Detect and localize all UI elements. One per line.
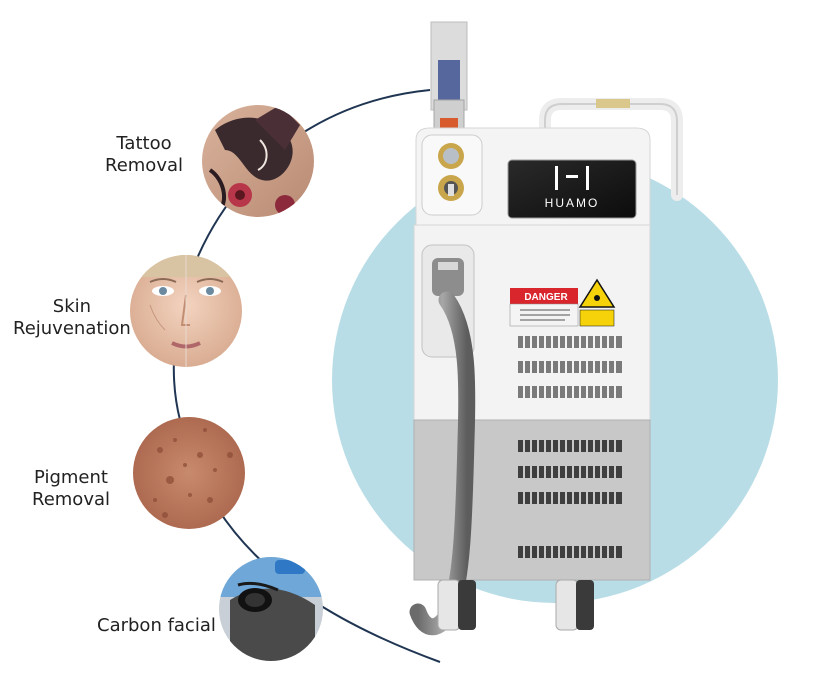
carbon-thumbnail xyxy=(219,557,323,661)
tattoo-thumbnail xyxy=(202,105,314,217)
feature-label-carbon: Carbon facial xyxy=(97,615,216,636)
feature-label-skin: Skin Rejuvenation xyxy=(13,296,131,339)
pigment-thumbnail xyxy=(133,417,245,529)
brand-logo-text: HUAMO xyxy=(545,196,600,210)
danger-label-text: DANGER xyxy=(524,292,568,303)
feature-label-tattoo: Tattoo Removal xyxy=(105,133,184,176)
feature-label-pigment: Pigment Removal xyxy=(32,467,111,510)
skin-thumbnail xyxy=(130,255,242,367)
laser-machine xyxy=(409,21,683,636)
brand-monogram-icon xyxy=(555,166,589,190)
